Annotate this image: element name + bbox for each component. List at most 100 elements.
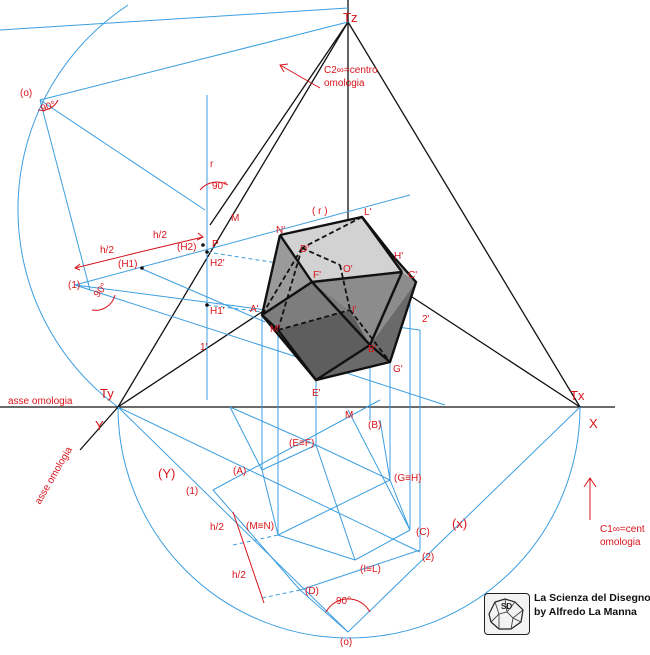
label-c2-line2: omologia xyxy=(324,78,365,89)
h2-dim-left xyxy=(74,251,141,269)
plan-d-to-o xyxy=(299,589,349,633)
o-to-1-line xyxy=(39,99,91,291)
label-op: O' xyxy=(343,264,353,275)
label-h2: (H2) xyxy=(177,242,196,253)
angle-mark-m xyxy=(199,181,229,191)
plan-edge-bg xyxy=(379,419,391,481)
label-r-paren: ( r ) xyxy=(312,206,328,217)
point-h1p xyxy=(205,303,209,307)
h2-dim-arrowhead xyxy=(74,263,81,271)
label-h2-a: h/2 xyxy=(100,245,114,256)
plan-edge-ea xyxy=(261,444,317,471)
label-m-upper: M xyxy=(231,213,239,224)
label-two-prime: 2' xyxy=(422,314,430,325)
label-tx: Tx xyxy=(570,388,585,403)
label-mn: (M≡N) xyxy=(246,521,274,532)
plan-axis-x xyxy=(347,406,581,633)
label-h2-c: h/2 xyxy=(210,522,224,533)
plan-edge-ei xyxy=(315,444,356,561)
edge-f-c xyxy=(311,270,403,284)
label-gh: (G≡H) xyxy=(394,473,422,484)
edge-a-m xyxy=(261,314,279,331)
hidden-i-g xyxy=(349,309,391,363)
plan-edge-am xyxy=(261,469,279,536)
edge-b-g xyxy=(369,344,391,363)
credit-line2: by Alfredo La Manna xyxy=(534,606,637,618)
plan-dash-mn xyxy=(232,534,279,546)
ray-to-x xyxy=(74,284,446,406)
lower-construction-arc xyxy=(117,406,581,639)
point-h1 xyxy=(140,266,144,270)
label-h1p: H1' xyxy=(210,306,225,317)
hidden-d-o xyxy=(301,247,341,266)
label-fp: F' xyxy=(313,270,321,281)
label-asse-omologia-d: asse omologia xyxy=(33,445,75,507)
hidden-l-d xyxy=(301,216,363,249)
label-ty: Ty xyxy=(100,386,114,401)
plan-edge-mc xyxy=(347,409,411,531)
plan-edge-mg xyxy=(277,479,391,536)
edge-l-c xyxy=(361,216,403,273)
label-y-axis: Y xyxy=(95,418,104,433)
h2-dim-right xyxy=(139,236,204,253)
credit-block: SD La Scienza del Disegno by Alfredo La … xyxy=(484,590,650,638)
label-angle-a: 90° xyxy=(39,99,57,115)
label-a: (A) xyxy=(233,466,246,477)
angle-mark-o-bottom xyxy=(325,598,371,613)
upper-construction-arc xyxy=(17,4,129,408)
c2-arrowhead xyxy=(279,63,289,73)
h2-dim-arrowhead-r xyxy=(196,232,204,241)
top-horizontal-line xyxy=(0,7,349,31)
svg-text:SD: SD xyxy=(501,602,512,611)
label-bp: B' xyxy=(368,344,377,355)
label-ef: (E≡F) xyxy=(289,438,314,449)
edge-c-b xyxy=(368,271,404,346)
label-np: N' xyxy=(276,225,285,236)
triangle-left-side xyxy=(117,21,349,408)
label-c: (C) xyxy=(416,527,430,538)
label-mp: M' xyxy=(270,324,280,335)
h1-ray xyxy=(139,267,266,323)
axis-y-extension xyxy=(79,406,119,451)
edge-m-e xyxy=(277,329,317,381)
label-x-axis: X xyxy=(589,416,598,431)
plan-edge-ge xyxy=(315,444,391,481)
logo-mesh-icon: SD xyxy=(488,598,524,630)
plan-d-to-2 xyxy=(299,549,421,591)
hidden-m-i xyxy=(277,309,351,331)
label-h2-b: h/2 xyxy=(153,230,167,241)
label-p: P xyxy=(212,239,219,250)
label-two-lower: (2) xyxy=(422,552,434,563)
plan-dash-d xyxy=(261,589,301,599)
label-x-paren: (x) xyxy=(452,516,467,531)
label-c1-line1: C1∞=cent xyxy=(600,524,645,535)
label-c2-line1: C2∞=centro xyxy=(324,65,378,76)
o-to-tz-line xyxy=(39,21,349,101)
label-o-top: (o) xyxy=(20,88,32,99)
hidden-d-m xyxy=(277,247,303,331)
solid-front-face xyxy=(312,272,416,345)
edge-b-e xyxy=(315,343,371,382)
angle-mark-1 xyxy=(91,294,116,311)
label-h1: (H1) xyxy=(118,259,137,270)
label-c1-line2: omologia xyxy=(600,537,641,548)
label-one-upper: (1) xyxy=(68,280,80,291)
point-h2p xyxy=(205,250,209,254)
solid-left-face xyxy=(262,282,350,330)
label-tz: Tz xyxy=(343,10,357,25)
label-b: (B) xyxy=(368,420,381,431)
label-dp: D' xyxy=(300,244,309,255)
solid-bottom-left-face xyxy=(278,310,370,380)
angle-mark-o-top xyxy=(37,99,59,111)
label-cp: C' xyxy=(408,270,417,281)
label-ip: I' xyxy=(352,305,357,316)
z-to-r-line xyxy=(209,21,349,226)
label-lp: L' xyxy=(364,207,372,218)
r-line-upper xyxy=(74,194,411,286)
label-d: (D) xyxy=(305,586,319,597)
label-angle-b: 90° xyxy=(212,181,227,192)
triangle-right-side xyxy=(347,21,581,408)
label-ap: A' xyxy=(250,304,259,315)
